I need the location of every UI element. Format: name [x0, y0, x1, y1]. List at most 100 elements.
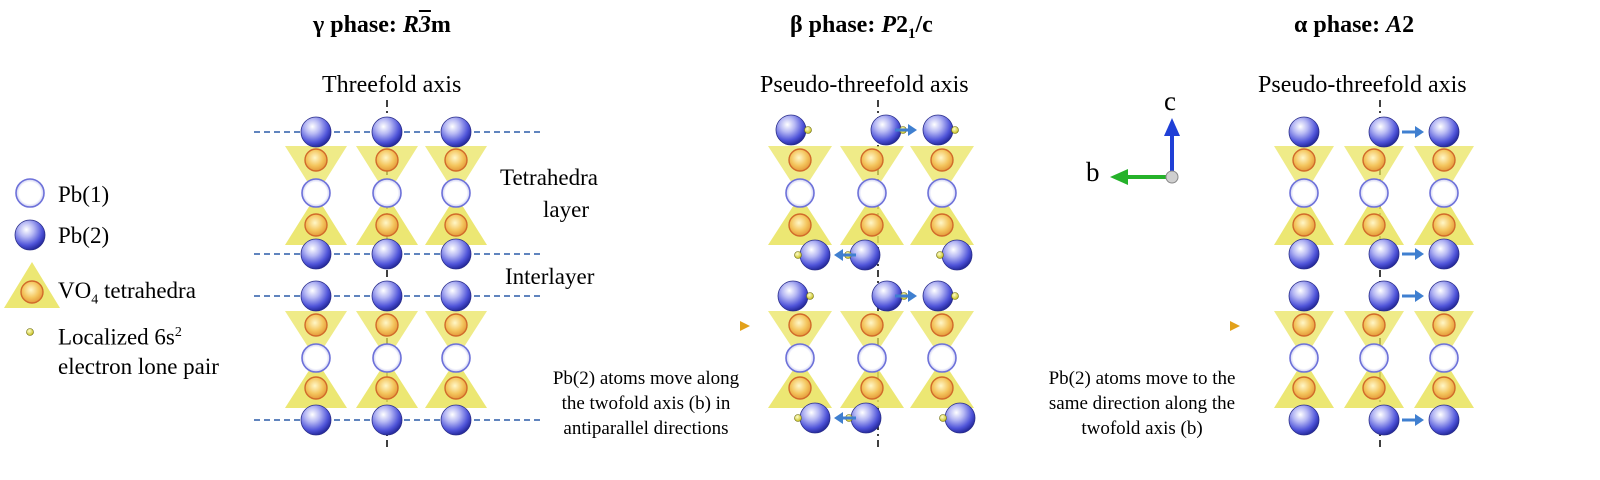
gamma-axis-label: Threefold axis [322, 72, 462, 98]
v-atom [930, 213, 954, 237]
pb1-atom [301, 178, 331, 208]
pb2-atom [440, 116, 472, 148]
v-atom [304, 213, 328, 237]
pb1-atom [1289, 178, 1319, 208]
v-atom [860, 148, 884, 172]
v-atom [1292, 213, 1316, 237]
lone-pair-dot [951, 292, 959, 300]
pb2-atom [1288, 404, 1320, 436]
pb2-atom [1288, 116, 1320, 148]
pb2-atom [300, 116, 332, 148]
pb2-atom [300, 238, 332, 270]
pb2-atom [941, 239, 973, 271]
shift-arrow-head [1415, 126, 1424, 138]
pb2-atom [1368, 404, 1400, 436]
pb1-atom [927, 343, 957, 373]
v-atom [1292, 148, 1316, 172]
alpha-axis-label: Pseudo-threefold axis [1258, 72, 1467, 98]
shift-arrow-head [1415, 290, 1424, 302]
v-atom [444, 313, 468, 337]
pb2-atom [440, 238, 472, 270]
b-axis-arrowhead [1110, 169, 1128, 185]
v-atom [1432, 148, 1456, 172]
transition-2-caption: Pb(2) atoms move to the same direction a… [1048, 368, 1236, 439]
beta-phase-title: β phase: P21/c [790, 12, 933, 42]
v-atom [1292, 376, 1316, 400]
v-atom [788, 313, 812, 337]
transition-1-caption: Pb(2) atoms move along the twofold axis … [552, 368, 740, 439]
v-atom [930, 313, 954, 337]
pb2-atom [1428, 404, 1460, 436]
pb1-atom [372, 178, 402, 208]
pb1-atom [1289, 343, 1319, 373]
pb2-atom [1288, 280, 1320, 312]
pb2-atom [922, 280, 954, 312]
pb1-atom [857, 343, 887, 373]
pb1-atom [1429, 343, 1459, 373]
pb2-atom [440, 404, 472, 436]
pb1-atom [927, 178, 957, 208]
lone-pair-dot [806, 292, 814, 300]
axes-origin [1165, 170, 1179, 184]
shift-arrow-head [908, 290, 917, 302]
v-atom [375, 148, 399, 172]
pb2-atom [300, 280, 332, 312]
v-atom [1432, 313, 1456, 337]
lone-pair-dot [939, 414, 947, 422]
pb1-atom [441, 343, 471, 373]
v-atom [788, 148, 812, 172]
v-atom [304, 376, 328, 400]
v-atom [375, 213, 399, 237]
gamma-phase-title: γ phase: R3m [313, 12, 451, 38]
v-atom [788, 213, 812, 237]
v-atom [1432, 213, 1456, 237]
pb1-atom [1359, 178, 1389, 208]
pb1-atom [1359, 343, 1389, 373]
pb1-atom [441, 178, 471, 208]
v-atom [1362, 213, 1386, 237]
pb2-atom [371, 280, 403, 312]
pb2-atom [799, 402, 831, 434]
pb2-atom [371, 116, 403, 148]
pb2-atom [1428, 238, 1460, 270]
pb2-atom [371, 238, 403, 270]
v-atom [930, 148, 954, 172]
pb1-atom [785, 343, 815, 373]
pb2-atom [944, 402, 976, 434]
pb2-atom [1368, 280, 1400, 312]
pb2-atom [440, 280, 472, 312]
alpha-phase-title: α phase: A2 [1294, 12, 1415, 38]
v-atom [444, 148, 468, 172]
v-atom [1292, 313, 1316, 337]
v-atom [304, 313, 328, 337]
shift-arrow-head [834, 412, 843, 424]
v-atom [860, 376, 884, 400]
pb1-atom [1429, 178, 1459, 208]
v-atom [860, 213, 884, 237]
pb1-atom [785, 178, 815, 208]
pb1-atom [301, 343, 331, 373]
lone-pair-dot [951, 126, 959, 134]
b-axis-label: b [1086, 157, 1100, 187]
v-atom [444, 376, 468, 400]
pb1-atom [372, 343, 402, 373]
pb1-atom [15, 178, 45, 208]
v-atom [20, 280, 44, 304]
lone-pair-dot [794, 414, 802, 422]
shift-arrow-head [908, 124, 917, 136]
interlayer-label: Interlayer [505, 264, 595, 289]
pb2-atom [799, 239, 831, 271]
pb2-atom [1368, 238, 1400, 270]
tetrahedra-layer-label: Tetrahedra layer [500, 165, 598, 222]
shift-arrow-head [834, 249, 843, 261]
pb2-atom [1368, 116, 1400, 148]
pb2-atom [1288, 238, 1320, 270]
v-atom [444, 213, 468, 237]
pb2-atom [922, 114, 954, 146]
v-atom [860, 313, 884, 337]
pb2-atom [371, 404, 403, 436]
pb2-atom [1428, 116, 1460, 148]
v-atom [1362, 313, 1386, 337]
c-axis-label: c [1164, 86, 1176, 116]
